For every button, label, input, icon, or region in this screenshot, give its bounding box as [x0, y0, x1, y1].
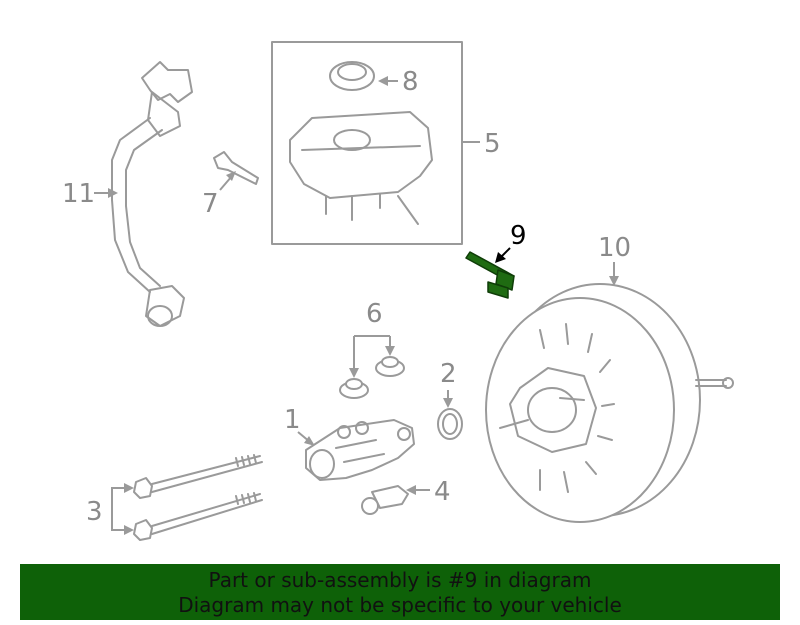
arrow-7 — [226, 171, 236, 181]
callout-3: 3 — [86, 497, 103, 527]
arrow-1 — [304, 436, 315, 446]
callout-2: 2 — [440, 359, 457, 389]
arrow-9 — [495, 252, 506, 263]
callout-9: 9 — [510, 221, 527, 251]
part-6-grommets — [339, 356, 405, 399]
arrow-11 — [108, 188, 118, 198]
part-7-sensor — [213, 151, 259, 185]
part-9-bracket-highlighted — [465, 251, 515, 299]
arrow-6b — [385, 346, 395, 356]
callout-1: 1 — [284, 405, 301, 435]
arrow-4 — [406, 485, 416, 495]
part-4-sensor — [361, 485, 409, 515]
part-5-reservoir — [289, 111, 433, 225]
part-3-bolts — [133, 454, 263, 541]
arrow-10 — [609, 276, 619, 286]
part-11-brake-hose — [111, 61, 193, 327]
callout-4: 4 — [434, 477, 451, 507]
arrow-3b — [124, 525, 134, 535]
callout-8: 8 — [402, 67, 419, 97]
callout-7: 7 — [202, 189, 219, 219]
part-8-cap — [329, 61, 375, 91]
part-1-master-cylinder — [305, 419, 415, 481]
part-2-seal — [437, 408, 463, 440]
banner-line-2: Diagram may not be specific to your vehi… — [178, 593, 622, 617]
notice-banner: Part or sub-assembly is #9 in diagram Di… — [20, 564, 780, 620]
part-10-brake-booster — [485, 283, 734, 523]
callout-5: 5 — [484, 129, 501, 159]
callout-6: 6 — [366, 299, 383, 329]
banner-line-1: Part or sub-assembly is #9 in diagram — [208, 568, 592, 592]
arrow-6a — [349, 368, 359, 378]
arrow-3a — [124, 483, 134, 493]
callout-11: 11 — [62, 179, 95, 209]
arrow-2 — [443, 398, 453, 408]
callout-10: 10 — [598, 233, 631, 263]
leader-3 — [111, 487, 128, 531]
arrow-8 — [378, 76, 388, 86]
